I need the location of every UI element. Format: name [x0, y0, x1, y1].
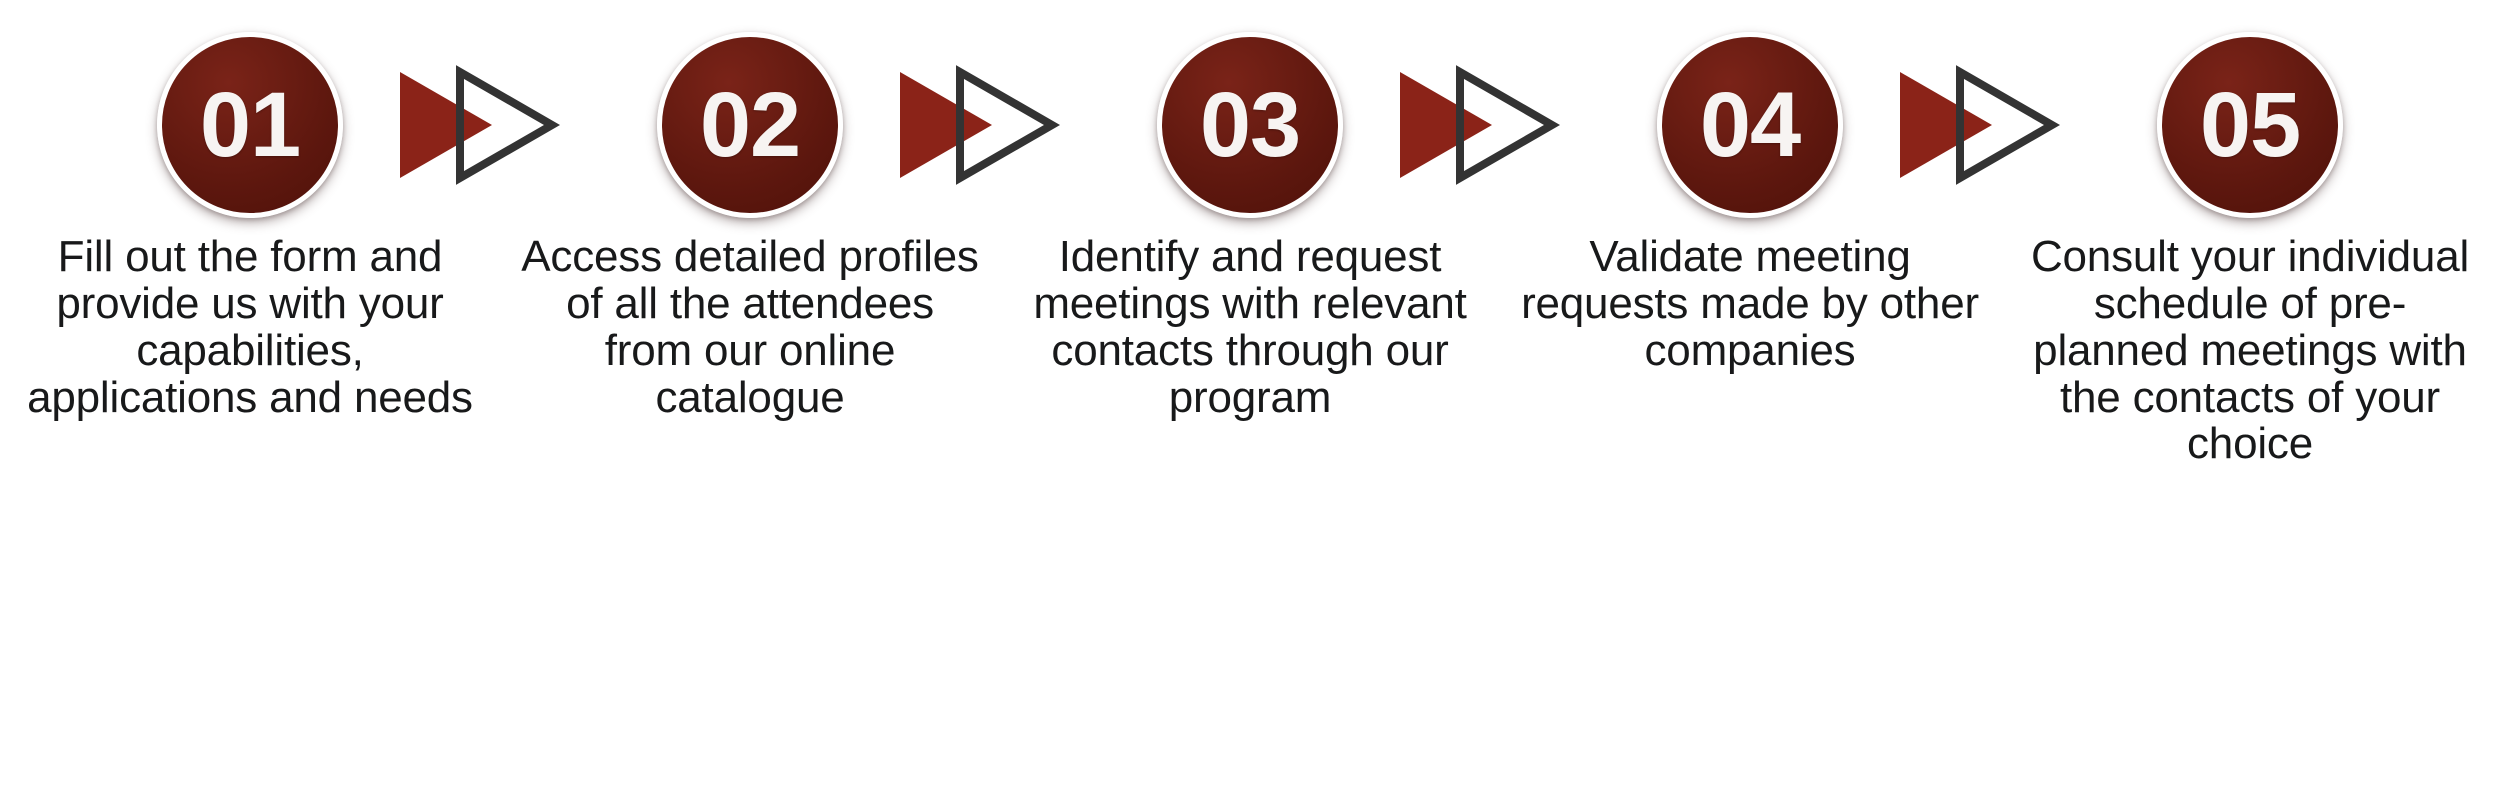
step-number-badge: 04 — [1657, 32, 1843, 218]
step-badge-wrapper: 05 — [2000, 0, 2500, 250]
step-badge-wrapper: 03 — [1000, 0, 1561, 250]
step-description: Fill out the form and provide us with yo… — [27, 232, 473, 422]
step-number-label: 02 — [699, 74, 801, 176]
step-number-badge: 01 — [157, 32, 343, 218]
step-badge-wrapper: 02 — [500, 0, 1061, 250]
step-description: Identify and request meetings with relev… — [1033, 232, 1467, 422]
step-number-label: 05 — [2199, 74, 2301, 176]
step-badge-wrapper: 04 — [1500, 0, 2061, 250]
step-description: Consult your individual schedule of pre-… — [2030, 232, 2470, 469]
step-number-badge: 03 — [1157, 32, 1343, 218]
step-badge-wrapper: 01 — [0, 0, 561, 250]
step-number-badge: 05 — [2157, 32, 2343, 218]
step-number-label: 03 — [1199, 74, 1301, 176]
step-number-label: 04 — [1699, 74, 1801, 176]
step-description: Access detailed profiles of all the atte… — [521, 232, 979, 422]
step-number-label: 01 — [199, 74, 301, 176]
step-description: Validate meeting requests made by other … — [1521, 232, 1979, 375]
step-number-badge: 02 — [657, 32, 843, 218]
